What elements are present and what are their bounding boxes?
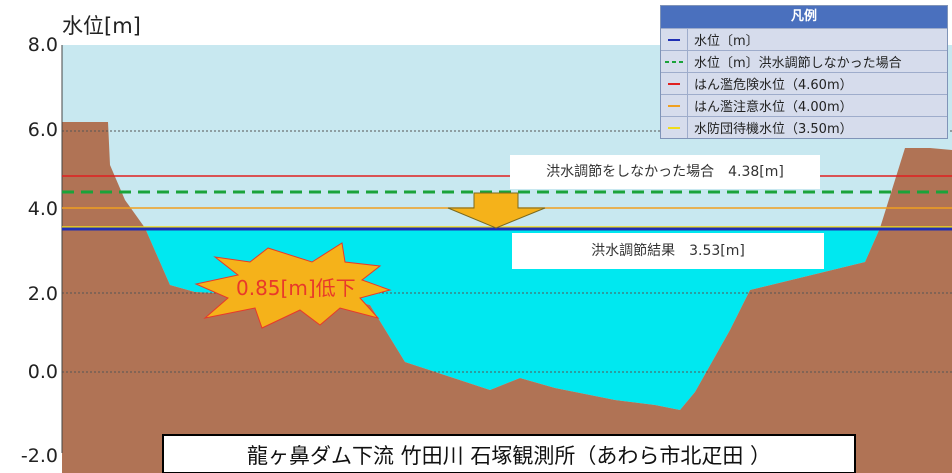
reduction-burst <box>194 242 392 329</box>
legend-label: 水位〔m〕 <box>694 34 759 49</box>
legend-item-standby: 水防団待機水位（3.50m） <box>661 116 947 138</box>
tick-4: 4.0 <box>27 198 58 220</box>
actual-result-callout: 洪水調節結果 3.53[m] <box>512 233 824 269</box>
legend-label: 水防団待機水位（3.50m） <box>694 122 853 137</box>
legend-swatch <box>661 73 688 94</box>
legend-item-water-level: 水位〔m〕 <box>661 28 947 50</box>
tick-2: 2.0 <box>27 283 58 305</box>
tick-8: 8.0 <box>27 34 58 56</box>
legend-item-without-control: 水位〔m〕洪水調節しなかった場合 <box>661 50 947 72</box>
legend-title: 凡例 <box>661 6 947 28</box>
legend-label: はん濫危険水位（4.60m） <box>694 78 853 93</box>
tick-0: 0.0 <box>27 361 58 383</box>
ground-area <box>62 122 952 473</box>
legend-label: 水位〔m〕洪水調節しなかった場合 <box>694 56 902 71</box>
legend: 凡例 水位〔m〕 水位〔m〕洪水調節しなかった場合 はん濫危険水位（4.60m）… <box>660 5 948 139</box>
legend-swatch <box>661 51 688 72</box>
y-axis-label: 水位[m] <box>62 14 141 38</box>
reduction-label: 0.85[m]低下 <box>236 276 356 300</box>
legend-label: はん濫注意水位（4.00m） <box>694 100 853 115</box>
legend-swatch <box>661 117 688 138</box>
legend-swatch <box>661 29 688 50</box>
legend-swatch <box>661 95 688 116</box>
tick-neg2: -2.0 <box>20 445 58 467</box>
station-name: 龍ヶ鼻ダム下流 竹田川 石塚観測所（あわら市北疋田 ） <box>162 434 856 473</box>
tick-6: 6.0 <box>27 119 58 141</box>
legend-item-danger: はん濫危険水位（4.60m） <box>661 72 947 94</box>
legend-item-caution: はん濫注意水位（4.00m） <box>661 94 947 116</box>
down-arrow <box>447 192 546 229</box>
without-control-callout: 洪水調節をしなかった場合 4.38[m] <box>510 155 820 189</box>
